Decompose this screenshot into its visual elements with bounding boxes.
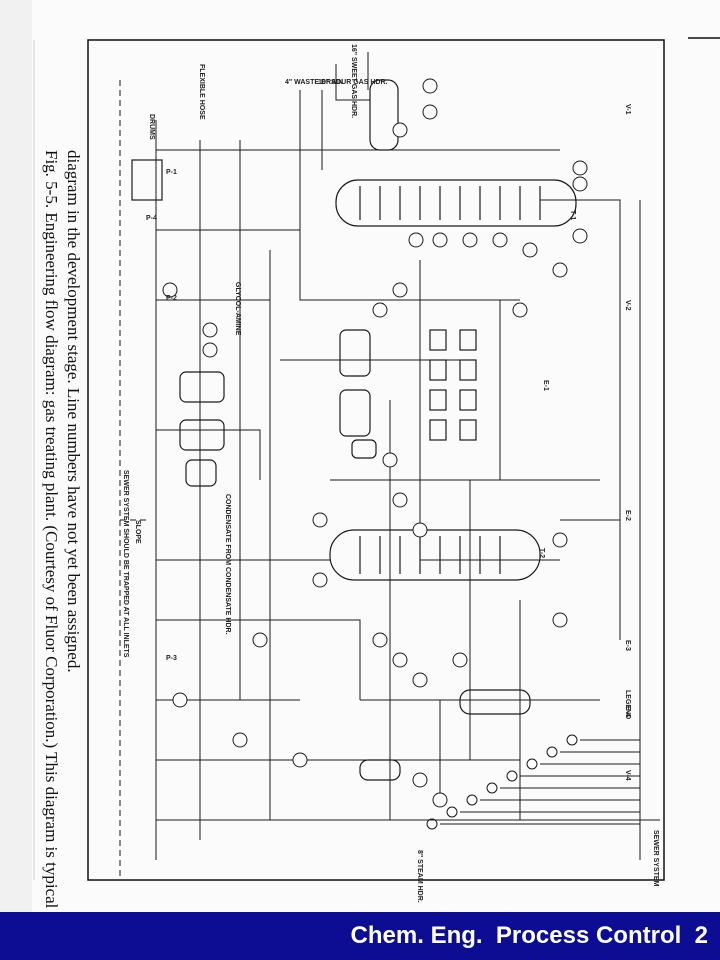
process-vessels — [131, 79, 577, 781]
equipment-tag: V-2 — [624, 300, 631, 311]
scanned-flow-diagram: Fig. 5-5. Engineering flow diagram: gas … — [0, 0, 720, 912]
label-sewer-note: SEWER SYSTEM SHOULD BE TRAPPED AT ALL IN… — [122, 470, 129, 658]
figure-caption-line-2: diagram in the development stage. Line n… — [64, 150, 83, 673]
scan-margin — [0, 0, 32, 912]
footer-page-number: 2 — [694, 922, 708, 949]
label-sour-gas: 16" SOUR GAS HDR. — [318, 79, 387, 86]
label-sweet-gas: 16" SWEET GAS HDR. — [350, 44, 357, 118]
label-slope: SLOPE — [134, 520, 141, 544]
equipment-tag: V-1 — [624, 104, 631, 115]
equipment-tag: E-2 — [624, 510, 631, 521]
label-legend: LEGEND — [624, 690, 631, 719]
figure-caption-line-1: Fig. 5-5. Engineering flow diagram: gas … — [42, 150, 61, 912]
footer-title: Process Control — [495, 922, 682, 949]
label-waste-drain: 4" WASTE DRAIN — [285, 79, 343, 86]
equipment-tag: P-1 — [166, 169, 177, 176]
vessel-v1 — [369, 79, 399, 151]
equipment-tag: T-2 — [538, 548, 545, 558]
equipment-tag: P-2 — [166, 295, 177, 302]
label-drums: DRUMS — [148, 114, 155, 140]
label-condensate: CONDENSATE FROM CONDENSATE HDR. — [224, 494, 231, 635]
label-steam-hdr: 8" STEAM HDR. — [416, 850, 423, 903]
equipment-tag: V-4 — [624, 770, 631, 781]
stripper-t2 — [329, 529, 541, 581]
equipment-tag: E-3 — [624, 640, 631, 651]
diagram-border — [87, 39, 665, 881]
equipment-tag: T-1 — [569, 210, 576, 220]
absorber-t1 — [335, 179, 577, 227]
equipment-tag: P-3 — [166, 655, 177, 662]
slide-footer-bar: Chem. Eng. Process Control 2 — [0, 912, 720, 960]
process-lines — [119, 52, 660, 880]
equipment-tag: E-1 — [542, 380, 549, 391]
equipment-tag: E-4 — [624, 706, 631, 717]
label-glycol-amine: GLYCOL-AMINE — [234, 282, 241, 336]
equipment-tag: P-4 — [146, 215, 157, 222]
slide-footer-text: Chem. Eng. Process Control 2 — [351, 912, 708, 960]
label-flexible-hose: FLEXIBLE HOSE — [198, 64, 205, 120]
legend-block — [426, 734, 640, 830]
instrument-bubbles — [162, 78, 588, 808]
label-sewer-system: SEWER SYSTEM — [652, 830, 659, 887]
footer-course: Chem. Eng. — [350, 922, 483, 949]
